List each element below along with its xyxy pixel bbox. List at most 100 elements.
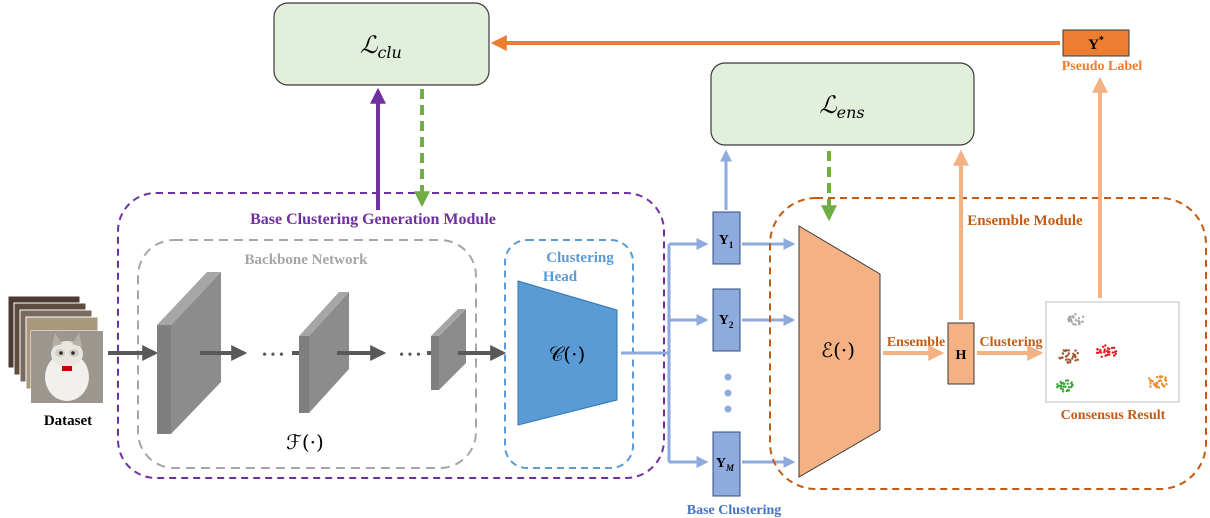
scatter-point-cluster-4 xyxy=(1059,387,1063,390)
head-function-label: 𝒞(·) xyxy=(549,342,586,366)
scatter-point-cluster-1 xyxy=(1077,317,1081,320)
scatter-point-cluster-4 xyxy=(1065,389,1069,393)
scatter-point-cluster-2 xyxy=(1076,351,1079,355)
base-to-ensemble-arrows xyxy=(742,238,796,468)
scatter-point-cluster-5 xyxy=(1159,375,1162,378)
scatter-point-cluster-3 xyxy=(1111,351,1115,354)
scatter-point-cluster-1 xyxy=(1074,323,1077,326)
scatter-point-cluster-5 xyxy=(1161,375,1164,378)
scatter-point-cluster-2 xyxy=(1065,349,1068,352)
feature-block-2 xyxy=(299,292,349,413)
dataset-label: Dataset xyxy=(44,413,92,429)
base-clustering-y2: Y2 xyxy=(712,288,741,352)
backbone-function-label: ℱ(·) xyxy=(286,430,324,454)
scatter-point-cluster-3 xyxy=(1113,350,1117,354)
ensemble-edge-label: Ensemble xyxy=(887,335,945,350)
feature-block-1 xyxy=(157,272,221,434)
scatter-point-cluster-3 xyxy=(1110,346,1114,350)
matrix-h-box xyxy=(947,322,975,385)
scatter-point-cluster-4 xyxy=(1064,385,1067,388)
svg-text:ℒclu: ℒclu xyxy=(360,31,402,62)
scatter-point-cluster-3 xyxy=(1108,353,1111,356)
scatter-point-cluster-4 xyxy=(1066,379,1070,382)
pseudo-label-sup: * xyxy=(1099,35,1104,46)
scatter-point-cluster-4 xyxy=(1060,382,1063,385)
scatter-point-cluster-4 xyxy=(1067,389,1071,392)
ym-subscript: M xyxy=(725,463,735,473)
scatter-point-cluster-5 xyxy=(1155,386,1158,389)
pseudo-label-caption: Pseudo Label xyxy=(1062,59,1143,74)
y2-subscript: 2 xyxy=(729,320,734,330)
scatter-point-cluster-1 xyxy=(1074,313,1077,316)
loss-ens-subscript: ens xyxy=(837,103,865,122)
scatter-point-cluster-1 xyxy=(1082,315,1085,318)
scatter-point-cluster-3 xyxy=(1101,345,1105,348)
head-output-connectors xyxy=(621,238,709,468)
base-generation-module-title: Base Clustering Generation Module xyxy=(250,211,496,228)
scatter-point-cluster-2 xyxy=(1061,356,1064,359)
feature-block-3 xyxy=(431,309,466,390)
scatter-point-cluster-1 xyxy=(1069,318,1072,321)
loss-clu-symbol: ℒ xyxy=(360,31,378,59)
scatter-point-cluster-4 xyxy=(1067,386,1071,389)
scatter-point-cluster-3 xyxy=(1105,354,1108,357)
scatter-point-cluster-1 xyxy=(1081,320,1084,323)
consensus-result-caption: Consensus Result xyxy=(1061,408,1166,423)
scatter-point-cluster-5 xyxy=(1149,379,1152,383)
scatter-point-cluster-1 xyxy=(1071,315,1075,318)
scatter-point-cluster-4 xyxy=(1062,385,1065,388)
loss-clu-subscript: clu xyxy=(377,43,401,62)
scatter-point-cluster-1 xyxy=(1068,320,1071,323)
scatter-point-cluster-5 xyxy=(1157,379,1161,383)
scatter-point-cluster-4 xyxy=(1056,386,1059,389)
scatter-point-cluster-2 xyxy=(1061,352,1065,355)
scatter-point-cluster-2 xyxy=(1062,349,1066,352)
scatter-point-cluster-3 xyxy=(1099,349,1102,352)
loss-ens-symbol: ℒ xyxy=(819,91,837,119)
loss-clu-box: ℒclu xyxy=(273,2,490,86)
clustering-head-title-line1: Clustering xyxy=(546,250,614,266)
scatter-point-cluster-5 xyxy=(1151,380,1154,383)
scatter-point-cluster-2 xyxy=(1074,355,1077,358)
ensemble-function-label: ℰ(·) xyxy=(821,338,855,362)
ym-symbol: Y xyxy=(716,456,726,471)
scatter-point-cluster-1 xyxy=(1078,322,1081,325)
base-clustering-caption: Base Clustering xyxy=(687,503,782,518)
scatter-point-cluster-4 xyxy=(1070,382,1073,385)
scatter-point-cluster-4 xyxy=(1060,385,1063,388)
scatter-point-cluster-2 xyxy=(1071,355,1075,358)
scatter-point-cluster-3 xyxy=(1103,348,1107,351)
scatter-point-cluster-4 xyxy=(1064,379,1068,382)
consensus-scatter-points xyxy=(1056,313,1168,393)
scatter-point-cluster-3 xyxy=(1106,347,1110,350)
scatter-point-cluster-2 xyxy=(1069,359,1072,362)
svg-text:ℒens: ℒens xyxy=(819,91,864,122)
scatter-point-cluster-1 xyxy=(1069,315,1072,318)
dataset-images xyxy=(7,295,104,404)
pseudo-label-box: Y* xyxy=(1062,29,1130,57)
svg-text:Y1: Y1 xyxy=(719,233,734,250)
scatter-point-cluster-4 xyxy=(1070,385,1073,388)
scatter-point-cluster-4 xyxy=(1059,380,1062,384)
backbone-ellipsis-1: • • • xyxy=(262,348,284,363)
scatter-point-cluster-2 xyxy=(1074,359,1077,362)
scatter-point-cluster-2 xyxy=(1067,349,1071,352)
loss-ens-box: ℒens xyxy=(710,62,975,146)
svg-text:Y2: Y2 xyxy=(719,313,734,330)
scatter-point-cluster-3 xyxy=(1100,355,1103,358)
base-clustering-ellipsis xyxy=(724,373,732,413)
scatter-point-cluster-2 xyxy=(1067,352,1071,355)
scatter-point-cluster-5 xyxy=(1153,384,1157,387)
scatter-point-cluster-3 xyxy=(1104,344,1107,347)
clustering-head-shape xyxy=(517,280,618,426)
scatter-point-cluster-2 xyxy=(1071,357,1074,360)
scatter-point-cluster-5 xyxy=(1161,383,1164,387)
scatter-point-cluster-5 xyxy=(1165,383,1168,386)
scatter-point-cluster-5 xyxy=(1157,386,1161,389)
scatter-point-cluster-3 xyxy=(1113,346,1116,349)
scatter-point-cluster-3 xyxy=(1108,350,1111,354)
scatter-point-cluster-5 xyxy=(1164,379,1168,382)
ensemble-encoder-shape xyxy=(798,225,881,478)
scatter-point-cluster-1 xyxy=(1072,323,1075,326)
scatter-point-cluster-3 xyxy=(1103,351,1106,354)
